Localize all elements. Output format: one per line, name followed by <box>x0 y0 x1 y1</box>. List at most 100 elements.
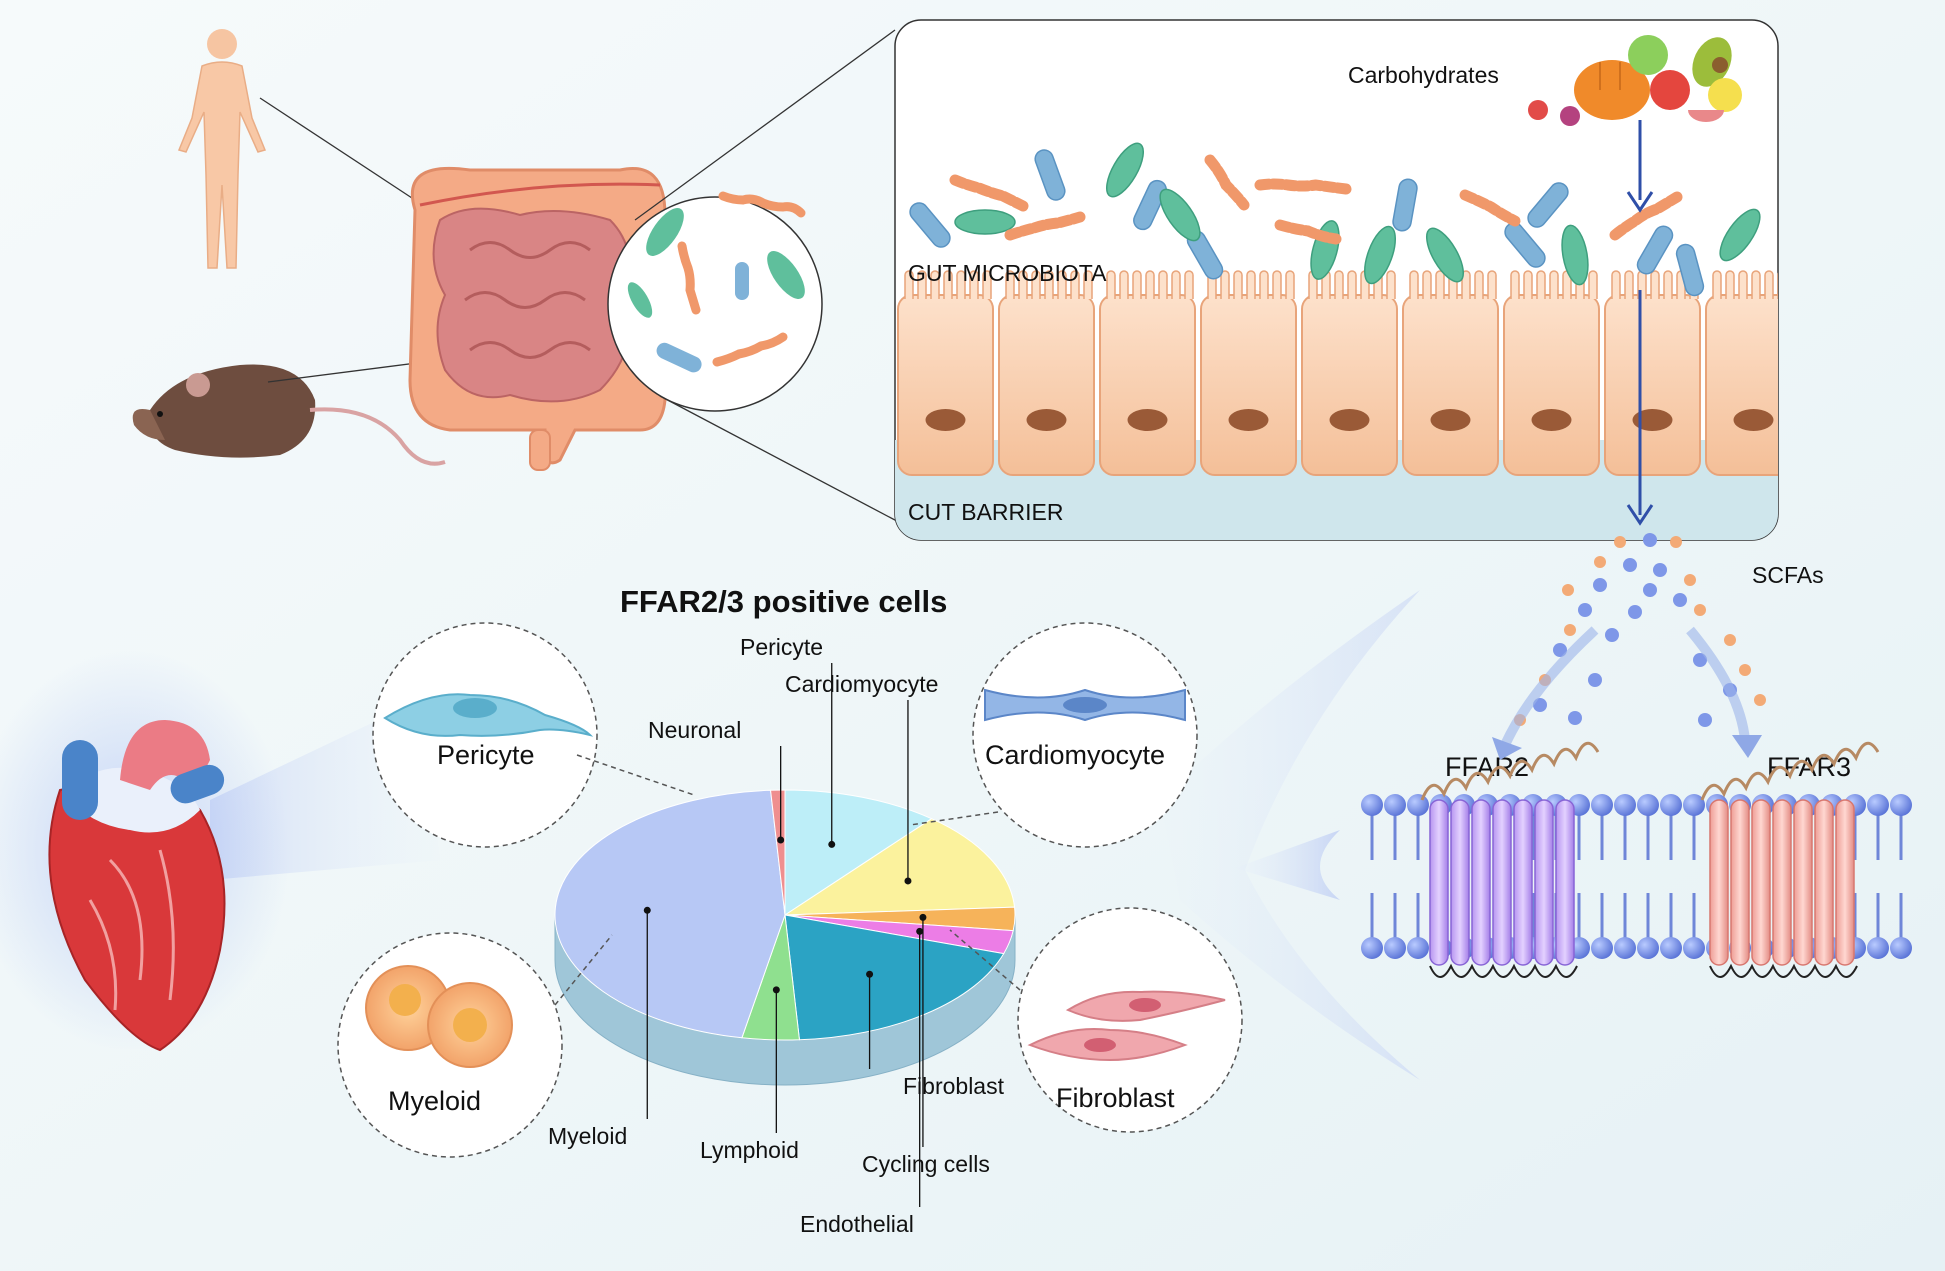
zoom-connector-top <box>634 29 896 221</box>
oval-bacterium <box>1561 224 1589 286</box>
scfa-molecule <box>1568 711 1582 725</box>
scfa-molecule <box>1564 624 1576 636</box>
epithelial-cell <box>1200 270 1297 476</box>
pie-slice-neuronal <box>769 789 786 916</box>
phospholipid-head <box>1361 937 1383 959</box>
intestine-illustration <box>408 166 667 471</box>
scfa-molecule <box>1588 673 1602 687</box>
scfa-branch-arrows <box>1492 626 1762 760</box>
ffar2-receptor <box>1420 741 1600 978</box>
phospholipid-head <box>1660 794 1682 816</box>
scfa-molecule <box>1553 643 1567 657</box>
epithelial-cell <box>1604 270 1701 476</box>
fibroblast-callout-label: Fibroblast <box>1056 1083 1175 1113</box>
phospholipid-head <box>1614 937 1636 959</box>
scfa-molecule <box>1594 556 1606 568</box>
ffar2-label: FFAR2 <box>1445 752 1529 782</box>
phospholipid-head <box>1384 937 1406 959</box>
oval-bacterium <box>954 209 1016 235</box>
myeloid-callout-label: Myeloid <box>388 1086 481 1116</box>
cardiomyocyte-callout: Cardiomyocyte <box>909 622 1198 848</box>
scfa-label: SCFAs <box>1752 562 1824 588</box>
pie-slice-myeloid <box>554 789 786 1039</box>
scfa-molecule-dots <box>1514 533 1766 727</box>
scfa-molecule <box>1614 536 1626 548</box>
rod-bacterium <box>1527 182 1569 228</box>
cell-membrane-bilayer <box>1361 741 1912 978</box>
pie-label-lymphoid: Lymphoid <box>700 1137 799 1163</box>
epithelial-cell <box>897 270 994 476</box>
phospholipid-head <box>1591 937 1613 959</box>
epithelial-cell <box>1503 270 1600 476</box>
zoom-connector-bottom <box>659 395 911 529</box>
human-to-gut-connector <box>259 97 416 201</box>
oval-bacterium <box>1719 208 1761 262</box>
heart-illustration <box>0 650 290 1052</box>
phospholipid-head <box>1361 794 1383 816</box>
oval-bacterium <box>1364 225 1396 285</box>
mouse-figure <box>132 364 446 466</box>
scfa-molecule <box>1739 664 1751 676</box>
pie-label-pericyte: Pericyte <box>740 634 823 660</box>
pericyte-callout: Pericyte <box>372 622 695 848</box>
scfa-molecule <box>1653 563 1667 577</box>
pie-label-myeloid: Myeloid <box>548 1123 627 1149</box>
pie-label-cycling-cells: Cycling cells <box>862 1151 990 1177</box>
bacteria-cluster <box>909 142 1761 297</box>
scfa-molecule <box>1684 574 1696 586</box>
chain-bacterium <box>949 174 1029 212</box>
oval-bacterium <box>1159 188 1201 242</box>
epithelial-cell <box>998 270 1095 476</box>
phospholipid-head <box>1867 937 1889 959</box>
pie-label-cardiomyocyte: Cardiomyocyte <box>785 671 938 697</box>
phospholipid-head <box>1660 937 1682 959</box>
pie-title: FFAR2/3 positive cells <box>620 584 947 619</box>
pie-label-endothelial: Endothelial <box>800 1211 914 1237</box>
scfa-molecule <box>1593 578 1607 592</box>
scfa-molecule <box>1643 583 1657 597</box>
chain-bacterium <box>1459 189 1521 227</box>
rod-bacterium <box>1636 225 1674 275</box>
oval-bacterium <box>1106 142 1144 198</box>
phospholipid-head <box>1591 794 1613 816</box>
scfa-molecule <box>1698 713 1712 727</box>
cardiomyocyte-callout-label: Cardiomyocyte <box>985 740 1165 770</box>
scfa-molecule <box>1673 593 1687 607</box>
rod-bacterium <box>1133 179 1167 231</box>
pie-slice-cardiomyocyte <box>783 818 1016 916</box>
scfa-molecule <box>1562 584 1574 596</box>
epithelial-cell <box>1301 270 1398 476</box>
scfa-molecule <box>1724 634 1736 646</box>
scfa-molecule <box>1670 536 1682 548</box>
scfa-molecule <box>1643 533 1657 547</box>
scfa-molecule <box>1694 604 1706 616</box>
myeloid-callout: Myeloid <box>337 932 613 1158</box>
chain-bacterium <box>1204 154 1250 211</box>
light-beam-right <box>1160 590 1420 1080</box>
phospholipid-head <box>1683 937 1705 959</box>
pie-label-neuronal: Neuronal <box>648 717 741 743</box>
scfa-molecule <box>1628 605 1642 619</box>
phospholipid-head <box>1683 794 1705 816</box>
scfa-molecule <box>1693 653 1707 667</box>
scfa-molecule <box>1754 694 1766 706</box>
pie-slice-fibroblast <box>784 914 1005 1041</box>
human-figure <box>177 29 267 269</box>
epithelial-cell-row <box>897 270 1778 476</box>
fibroblast-callout: Fibroblast <box>949 907 1243 1133</box>
rod-bacterium <box>1034 149 1066 201</box>
oval-bacterium <box>1426 227 1464 283</box>
chain-bacterium <box>1004 211 1086 241</box>
pericyte-callout-label: Pericyte <box>437 740 535 770</box>
rod-bacterium <box>1504 222 1546 268</box>
scfa-molecule <box>1623 558 1637 572</box>
pie-slice-pericyte <box>784 789 933 916</box>
phospholipid-head <box>1407 794 1429 816</box>
carbohydrates-label: Carbohydrates <box>1348 62 1499 88</box>
phospholipid-head <box>1384 794 1406 816</box>
pie-chart <box>554 789 1016 1086</box>
fruit-vegetable-icon <box>1528 35 1742 126</box>
chain-bacterium <box>1274 219 1342 245</box>
epithelial-cell <box>1402 270 1499 476</box>
